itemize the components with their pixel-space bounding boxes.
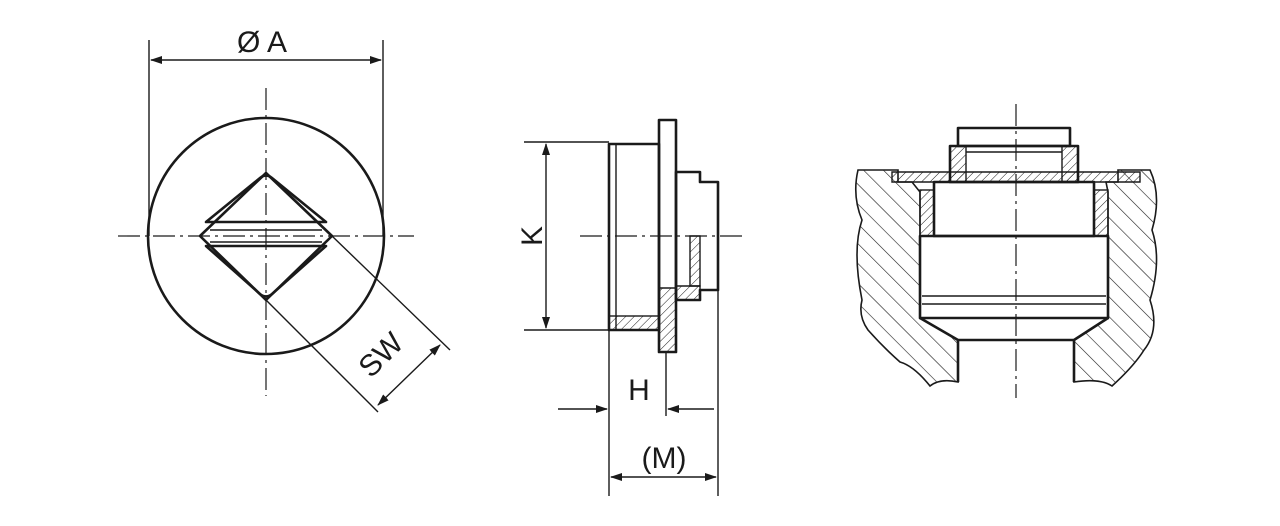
dim-label-diameter: Ø A (237, 26, 287, 59)
head-hatch-right (1061, 145, 1079, 183)
dim-sw-extension-lower (265, 299, 379, 413)
head-section-hatch (675, 285, 701, 301)
thread-hatch-left (919, 189, 935, 237)
square-drive-upper-facet (204, 174, 328, 224)
plug-drive-top (956, 126, 1072, 148)
plug-lower-body (918, 234, 1110, 320)
flange-section-hatch (658, 287, 677, 353)
dim-sw-line (377, 344, 441, 406)
dim-label-wrench-size: SW (353, 326, 411, 384)
thread-hatch-right (1093, 189, 1109, 237)
plug-outer-circle (146, 116, 386, 356)
head-inner-hatch (689, 235, 701, 287)
square-drive-lower-facet (204, 244, 328, 298)
bore-chamfer (919, 316, 1109, 342)
head-hatch-left (949, 145, 967, 183)
thread-section-hatch (608, 315, 660, 331)
dim-sw-extension-upper (331, 235, 451, 351)
plug-upper-body (932, 180, 1096, 238)
front-view: Ø A SW (118, 26, 451, 413)
workpiece-left-section (854, 169, 959, 388)
dim-label-head: H (628, 374, 650, 407)
side-view: K H (M) (516, 118, 746, 496)
dim-label-height: K (516, 226, 549, 246)
installed-section-view (854, 104, 1158, 398)
workpiece-right-section (1073, 169, 1158, 388)
dim-label-length: (M) (642, 442, 687, 475)
